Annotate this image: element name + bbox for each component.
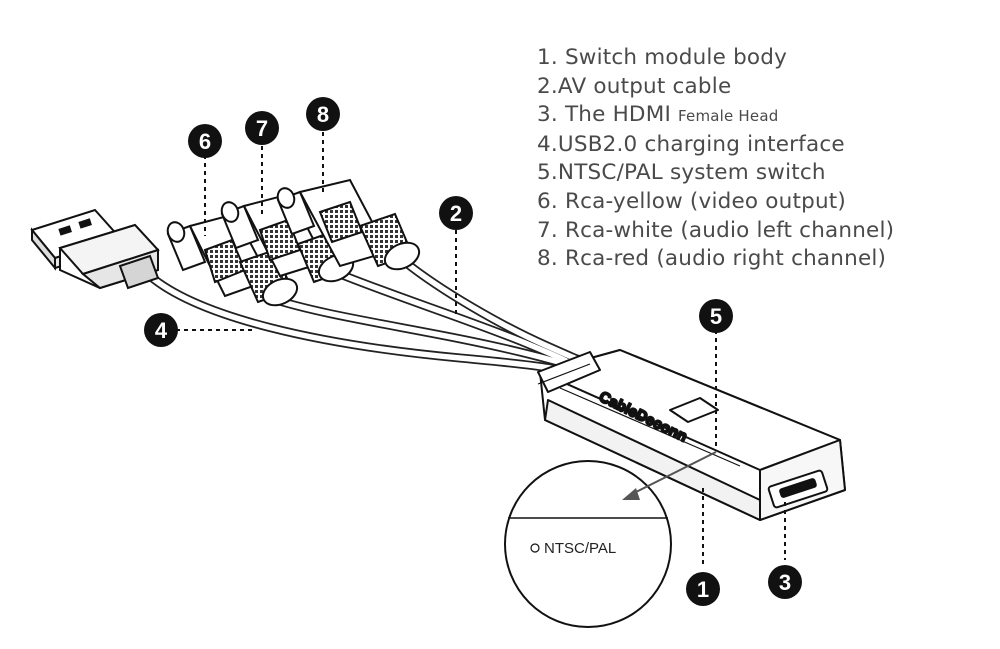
svg-text:7: 7 <box>256 116 268 141</box>
legend-item-3-suffix: Female Head <box>678 107 779 126</box>
svg-text:6: 6 <box>199 129 211 154</box>
legend-item-6: 6. Rca-yellow (video output) <box>537 188 846 214</box>
rca-red-plug <box>276 178 421 271</box>
svg-text:5: 5 <box>710 304 722 329</box>
svg-text:3: 3 <box>779 570 791 595</box>
switch-module-body: CableDeconn <box>537 349 846 521</box>
marker-5: 5 <box>699 299 733 333</box>
marker-8: 8 <box>306 97 340 131</box>
marker-1: 1 <box>686 572 720 606</box>
switch-zoom-inset: NTSC/PAL <box>504 451 717 628</box>
marker-4: 4 <box>144 313 178 347</box>
number-markers: 1 2 3 4 5 6 7 <box>144 97 802 606</box>
legend-item-1: 1. Switch module body <box>537 45 788 70</box>
switch-label: NTSC/PAL <box>544 540 616 557</box>
legend-item-8: 8. Rca-red (audio right channel) <box>537 246 887 272</box>
marker-7: 7 <box>245 111 279 145</box>
svg-text:8: 8 <box>317 102 329 127</box>
parts-legend: 1. Switch module body 2.AV output cable … <box>537 44 894 274</box>
legend-item-4: 4.USB2.0 charging interface <box>537 131 845 157</box>
svg-text:2: 2 <box>450 201 462 226</box>
switch-dot-icon <box>530 543 540 553</box>
svg-text:4: 4 <box>155 318 168 343</box>
leader-lines <box>176 124 786 568</box>
legend-item-7: 7. Rca-white (audio left channel) <box>537 217 895 243</box>
legend-item-5: 5.NTSC/PAL system switch <box>537 160 826 186</box>
usb-plug <box>30 208 160 290</box>
marker-3: 3 <box>768 565 802 599</box>
svg-text:1: 1 <box>697 577 709 602</box>
marker-6: 6 <box>188 124 222 158</box>
legend-item-2: 2.AV output cable <box>537 73 732 99</box>
arrow-head-icon <box>622 488 640 500</box>
legend-item-3: 3. The HDMI Female Head <box>537 102 779 128</box>
marker-2: 2 <box>439 196 473 230</box>
rca-yellow-plug <box>166 212 299 307</box>
